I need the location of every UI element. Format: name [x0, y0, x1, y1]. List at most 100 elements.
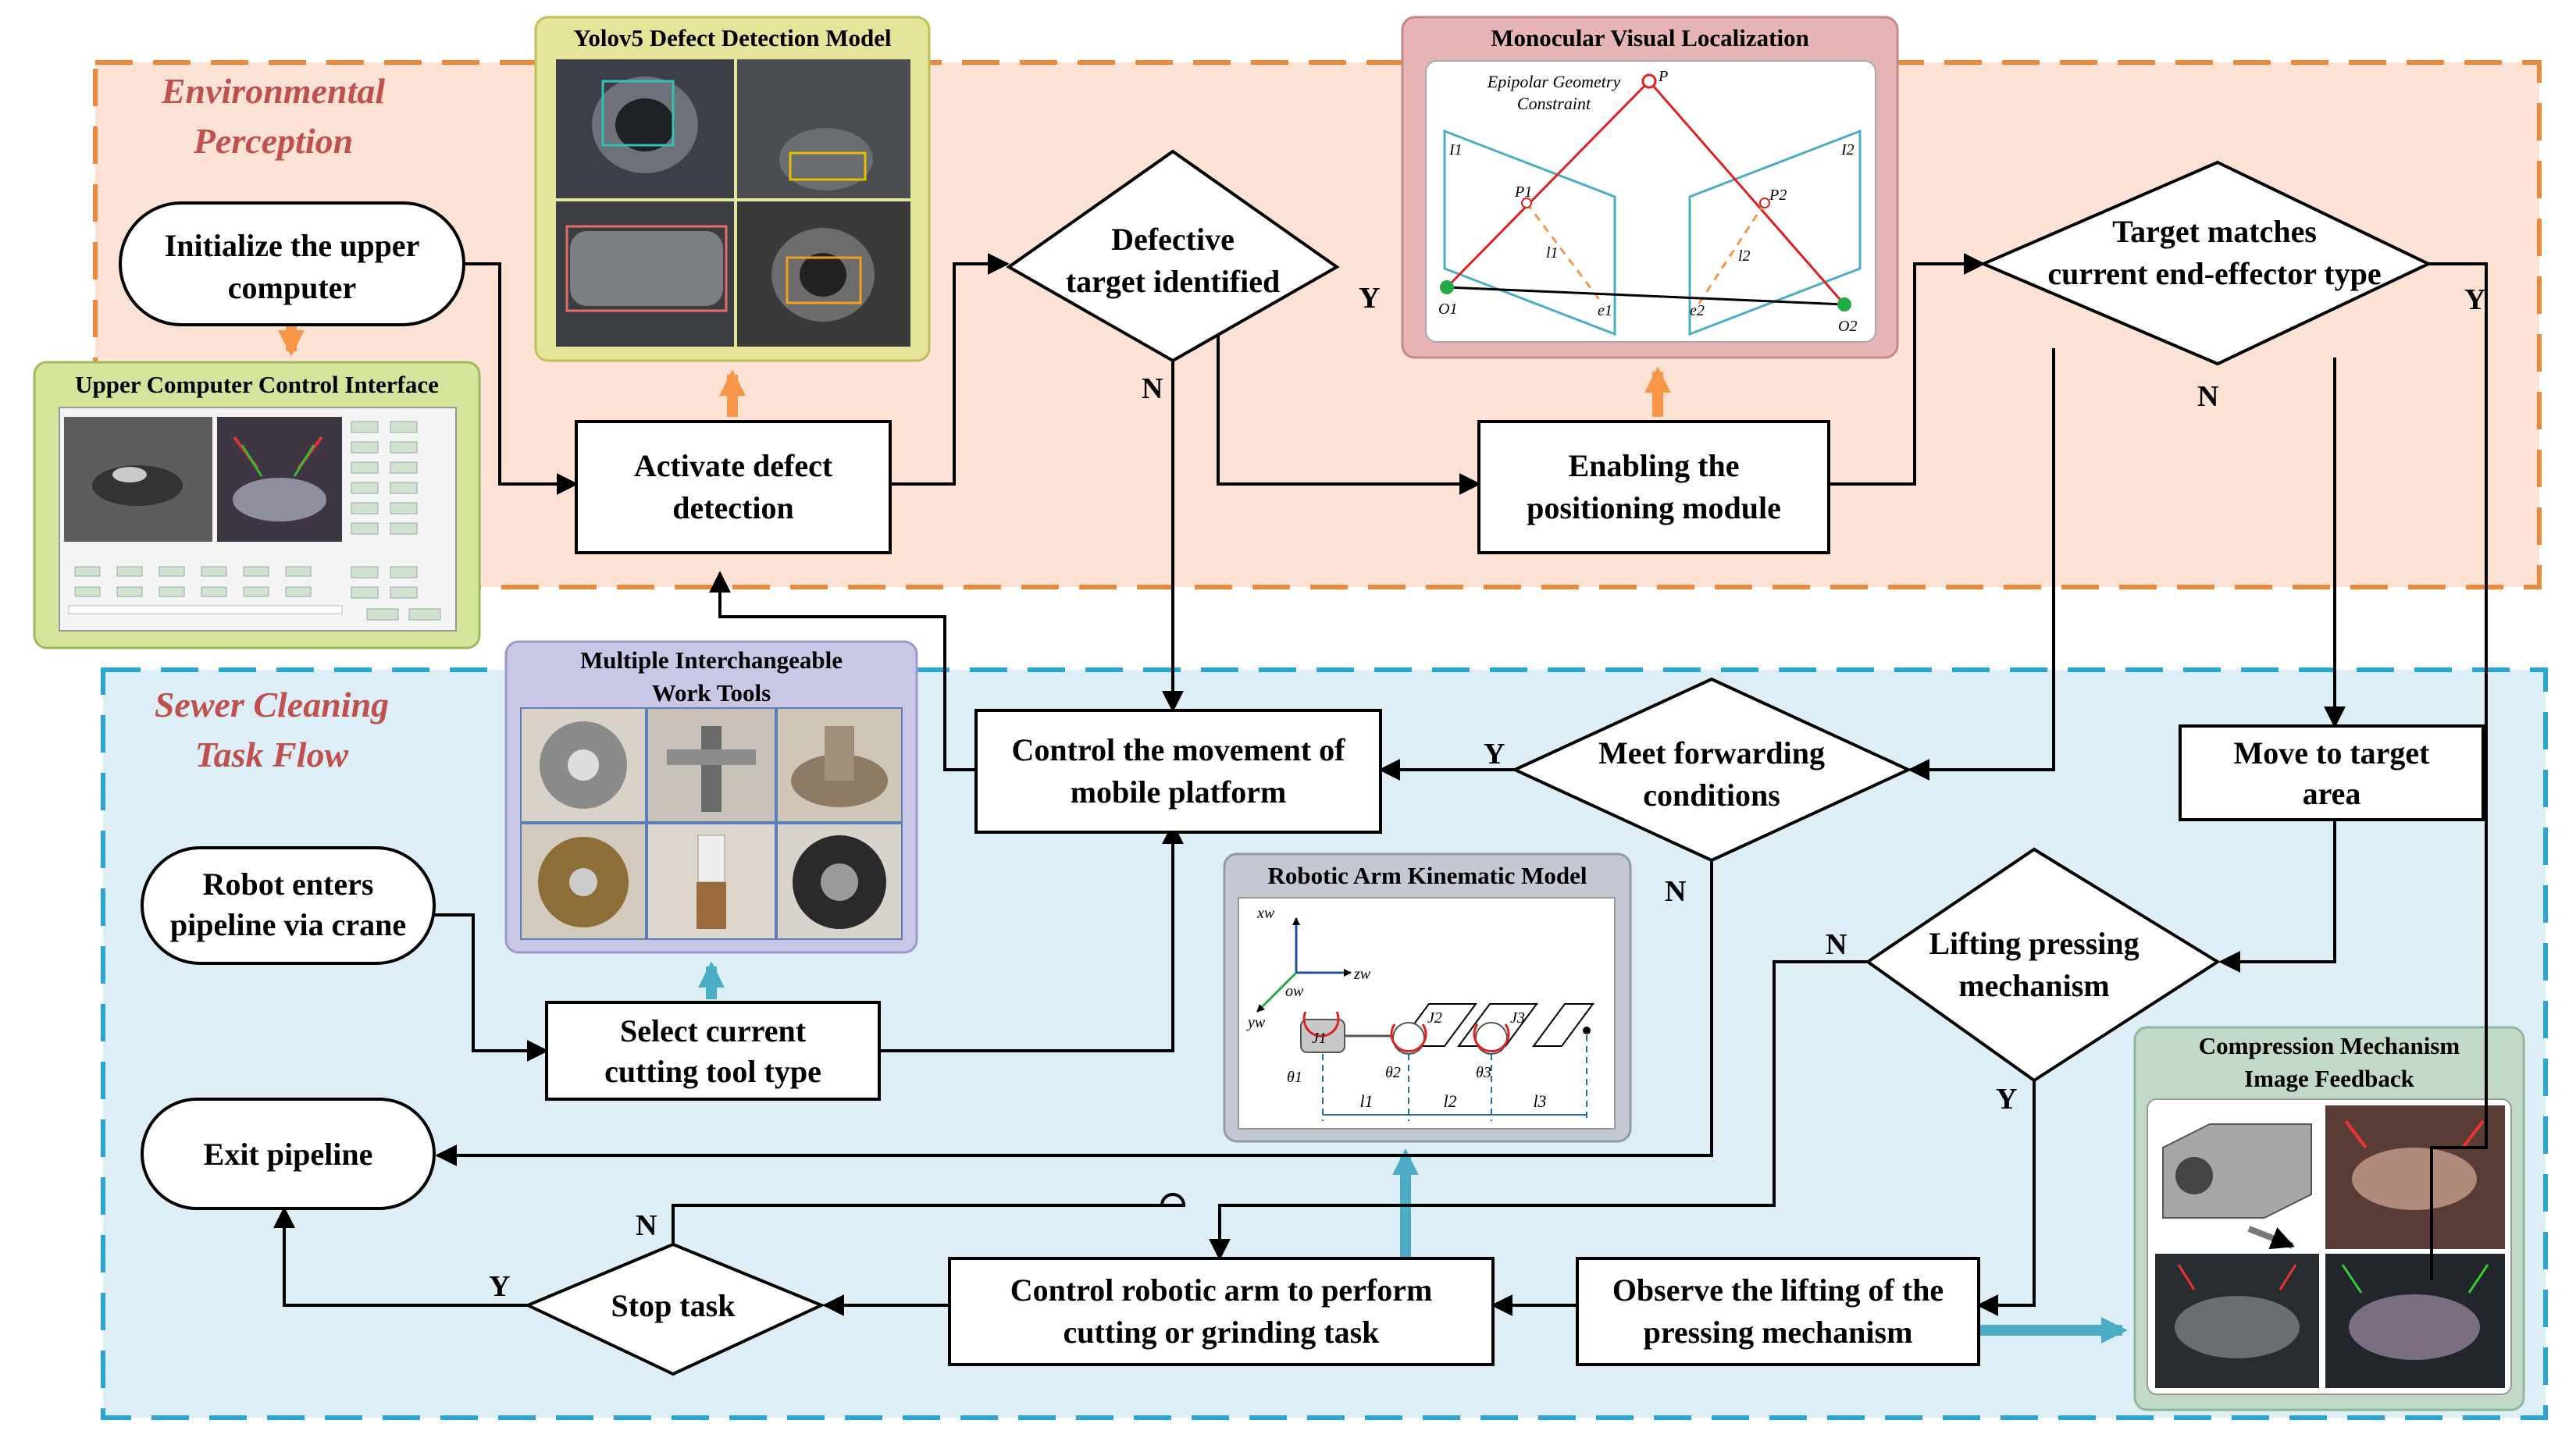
panel-ui-title: Upper Computer Control Interface	[75, 371, 439, 398]
node-move-target-area: Move to target area	[2179, 724, 2485, 821]
panel-compression-title-line1: Compression Mechanism	[2199, 1032, 2460, 1059]
yn-target-no: N	[2197, 380, 2218, 413]
node-robot-enters-line1: Robot enters	[203, 867, 374, 902]
panel-yolo-title: Yolov5 Defect Detection Model	[573, 24, 892, 52]
decision-stop-task: Stop task	[524, 1242, 825, 1376]
panel-compression-feedback: Compression Mechanism Image Feedback	[2133, 1026, 2525, 1411]
panel-yolov5-model: Yolov5 Defect Detection Model	[534, 16, 931, 362]
node-robot-enters-pipeline: Robot enters pipeline via crane	[141, 846, 436, 965]
panel-arm-title: Robotic Arm Kinematic Model	[1268, 862, 1587, 889]
node-initialize-line1: Initialize the upper	[165, 228, 420, 263]
yn-lifting-yes: Y	[1996, 1083, 2017, 1116]
label-e1: e1	[1598, 302, 1612, 319]
label-l2: l2	[1738, 247, 1751, 265]
panel-tools-title-line1: Multiple Interchangeable	[580, 646, 843, 674]
label-j3: J3	[1510, 1009, 1525, 1027]
yn-defective-yes: Y	[1359, 282, 1380, 315]
node-enabling-line1: Enabling the	[1569, 448, 1740, 483]
decision-target-matches: Target matches current end-effector type	[1979, 160, 2432, 366]
decision-forwarding-line1: Meet forwarding	[1598, 735, 1825, 771]
node-enabling-positioning: Enabling the positioning module	[1477, 420, 1830, 554]
label-j2: J2	[1427, 1009, 1442, 1027]
node-enabling-line2: positioning module	[1527, 490, 1781, 525]
label-yw: yw	[1246, 1014, 1266, 1031]
panel-upper-computer-ui: Upper Computer Control Interface	[33, 361, 481, 650]
yn-stop-no: N	[636, 1209, 657, 1242]
decision-stop-label: Stop task	[611, 1288, 736, 1323]
node-control-movement: Control the movement of mobile platform	[974, 709, 1382, 834]
node-activate-line2: detection	[672, 490, 794, 525]
decision-defective-line2: target identified	[1066, 264, 1280, 299]
panel-mono-title: Monocular Visual Localization	[1491, 24, 1809, 52]
node-arm-line1: Control robotic arm to perform	[1010, 1272, 1433, 1308]
label-i2: I2	[1840, 141, 1855, 158]
label-p: P	[1658, 68, 1668, 85]
label-l3-arm: l3	[1533, 1091, 1546, 1111]
yn-target-yes: Y	[2464, 283, 2485, 316]
node-arm-line2: cutting or grinding task	[1064, 1315, 1381, 1350]
node-observe-line1: Observe the lifting of the	[1612, 1272, 1944, 1308]
decision-target-line1: Target matches	[2112, 214, 2317, 249]
connector-hop	[673, 1193, 1186, 1207]
region-title-task-flow: Task Flow	[195, 735, 349, 774]
decision-lifting-pressing: Lifting pressing mechanism	[1865, 847, 2221, 1083]
decision-forwarding-line2: conditions	[1643, 778, 1780, 813]
node-control-robotic-arm: Control robotic arm to perform cutting o…	[948, 1257, 1495, 1366]
node-initialize-line2: computer	[228, 270, 356, 305]
node-observe-lifting: Observe the lifting of the pressing mech…	[1576, 1257, 1980, 1366]
panel-tools-title-line2: Work Tools	[652, 679, 771, 706]
node-select-tool: Select current cutting tool type	[545, 1001, 881, 1101]
node-activate-defect-detection: Activate defect detection	[575, 420, 892, 554]
label-p1: P1	[1514, 183, 1532, 201]
node-observe-line2: pressing mechanism	[1644, 1315, 1913, 1350]
yn-forwarding-yes: Y	[1484, 738, 1505, 771]
label-l1-arm: l1	[1359, 1091, 1373, 1111]
label-theta1: θ1	[1287, 1069, 1302, 1086]
node-initialize-upper-computer: Initialize the upper computer	[119, 201, 465, 326]
node-move-line2: area	[2303, 776, 2361, 811]
label-theta2: θ2	[1385, 1064, 1401, 1081]
yn-stop-yes: Y	[489, 1270, 510, 1303]
decision-target-line2: current end-effector type	[2047, 256, 2381, 291]
region-title-perception: Perception	[193, 121, 353, 161]
label-p2: P2	[1769, 187, 1787, 204]
epipolar-caption-line2: Constraint	[1517, 94, 1591, 113]
label-i1: I1	[1448, 141, 1463, 158]
decision-lifting-line2: mechanism	[1958, 968, 2109, 1003]
label-theta3: θ3	[1476, 1064, 1491, 1081]
label-e2: e2	[1690, 302, 1705, 319]
decision-lifting-line1: Lifting pressing	[1929, 926, 2139, 961]
label-l2-arm: l2	[1443, 1091, 1456, 1111]
node-move-line1: Move to target	[2234, 735, 2431, 771]
node-control-movement-line2: mobile platform	[1071, 774, 1287, 810]
label-zw: zw	[1353, 966, 1371, 983]
panel-monocular-localization: Monocular Visual Localization Epipolar G…	[1401, 16, 1899, 359]
yn-defective-no: N	[1142, 372, 1163, 405]
panel-robotic-arm-model: Robotic Arm Kinematic Model xw ow zw yw …	[1223, 852, 1632, 1143]
region-title-environmental: Environmental	[161, 71, 386, 111]
node-exit-pipeline: Exit pipeline	[141, 1098, 436, 1210]
epipolar-caption-line1: Epipolar Geometry	[1487, 72, 1621, 91]
node-exit-label: Exit pipeline	[204, 1137, 373, 1172]
node-control-movement-line1: Control the movement of	[1012, 732, 1346, 767]
label-o2: O2	[1838, 318, 1857, 335]
connector-lifting-to-observe	[1976, 1080, 2036, 1316]
yn-lifting-no: N	[1826, 928, 1847, 961]
node-select-line1: Select current	[620, 1013, 807, 1048]
label-xw: xw	[1256, 905, 1275, 922]
node-robot-enters-line2: pipeline via crane	[170, 907, 406, 942]
region-title-sewer-cleaning: Sewer Cleaning	[155, 685, 389, 724]
yn-forwarding-no: N	[1665, 875, 1686, 908]
node-select-line2: cutting tool type	[604, 1054, 821, 1089]
decision-meet-forwarding: Meet forwarding conditions	[1511, 677, 1912, 863]
decision-defective-target: Defective target identified	[1006, 149, 1340, 363]
label-l1: l1	[1546, 244, 1559, 262]
label-o1: O1	[1438, 301, 1457, 318]
panel-compression-title-line2: Image Feedback	[2244, 1065, 2415, 1092]
node-activate-line1: Activate defect	[634, 448, 833, 483]
panel-work-tools: Multiple Interchangeable Work Tools	[504, 640, 918, 954]
label-j1: J1	[1312, 1030, 1327, 1047]
image-plane-right	[1688, 129, 1862, 336]
decision-defective-line1: Defective	[1111, 222, 1235, 257]
